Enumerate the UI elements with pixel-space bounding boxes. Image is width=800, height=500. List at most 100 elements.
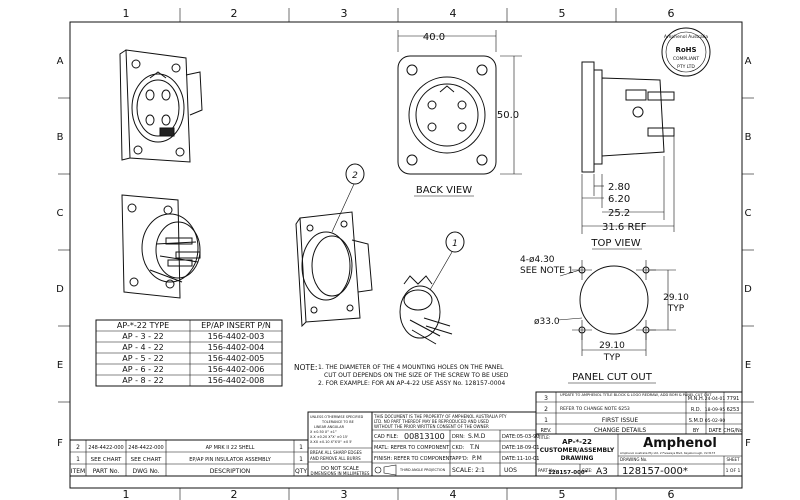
bom-header: PART No. <box>93 468 120 475</box>
size-label: SIZE: <box>582 468 592 473</box>
grid-col-6-bottom: 6 <box>668 488 675 500</box>
panel-hole-note: SEE NOTE 1 <box>520 266 574 276</box>
ckd-date: DATE:18-09-01 <box>502 445 539 451</box>
top-view-dim-2: 6.20 <box>608 194 630 205</box>
bom-header: QTY <box>295 468 307 475</box>
insert-table-cell: 156-4402-004 <box>208 343 265 352</box>
tolerance-line: DIMENSIONS IN MILLIMETRES <box>311 471 370 476</box>
insert-table-cell: 156-4402-005 <box>208 354 265 363</box>
tolerance-line: X ±0.50 X° ±1° <box>310 430 337 434</box>
drn-date: DATE:05-03-90 <box>502 434 539 440</box>
rev-cell: S.M.D <box>689 418 704 424</box>
grid-row-labels: A B C D E F A B C D E F <box>56 56 752 449</box>
grid-row-f-right: F <box>745 438 751 449</box>
panel-right-typ: TYP <box>667 304 685 314</box>
part-no-label: PART No: <box>538 468 556 473</box>
insert-table-cell: AP - 5 - 22 <box>122 354 164 363</box>
connector-iso-back <box>121 194 201 299</box>
drn-value: S.M.D <box>468 433 486 440</box>
panel-cutout-drawing <box>557 260 676 356</box>
insert-table-cell: AP - 8 - 22 <box>122 376 164 385</box>
tolerance-line: AND REMOVE ALL BURRS <box>310 456 361 461</box>
projection-label: THIRD ANGLE PROJECTION <box>399 468 446 472</box>
grid-col-3-bottom: 3 <box>341 488 348 500</box>
panel-right-dim: 29.10 <box>663 293 689 303</box>
title-label: TITLE: <box>537 435 550 440</box>
insert-table-cell: AP - 3 - 22 <box>122 332 164 341</box>
grid-row-d: D <box>56 284 64 295</box>
matl-value: MATL: REFER TO COMPONENT <box>374 445 450 451</box>
bom-cell: 1 <box>299 444 303 451</box>
insert-table: AP-*-22 TYPE EP/AP INSERT P/N AP - 3 - 2… <box>95 319 283 387</box>
insert-table-cell: AP - 4 - 22 <box>122 343 164 352</box>
drawing-no-label: DRAWING No. <box>620 457 647 462</box>
balloon-2: 2 <box>331 163 365 233</box>
bom-cell: 1 <box>299 456 303 463</box>
size-value: A3 <box>596 467 608 477</box>
drn-label: DRN: <box>452 434 465 440</box>
grid-row-a: A <box>57 56 64 67</box>
panel-diameter-dim: ø33.0 <box>534 317 560 327</box>
bom-cell: 2 <box>76 444 80 451</box>
notes-label: NOTE: <box>294 363 317 372</box>
bom-header: DESCRIPTION <box>210 468 251 475</box>
rohs-stamp-line-3: COMPLIANT <box>673 56 700 62</box>
rohs-compliant-stamp: Amphenol Australia RoHS COMPLIANT PTY LT… <box>661 27 711 77</box>
panel-hole-dim: 4-ø4.30 <box>520 255 555 265</box>
back-view-title: BACK VIEW <box>416 185 472 196</box>
finish-value: FINISH: REFER TO COMPONENT <box>374 456 453 462</box>
amphenol-logo: Amphenol <box>643 436 717 451</box>
tolerance-line: DO NOT SCALE <box>321 466 359 472</box>
rev-cell: 3 <box>544 395 548 402</box>
rev-cell: REFER TO CHANGE NOTE 6253 <box>560 406 630 412</box>
rev-cell: REV. <box>541 428 552 434</box>
grid-row-e-right: E <box>745 360 751 371</box>
grid-col-2-bottom: 2 <box>231 488 238 500</box>
notes: NOTE: 1. THE DIAMETER OF THE 4 MOUNTING … <box>294 363 509 387</box>
note-line: 1. THE DIAMETER OF THE 4 MOUNTING HOLES … <box>318 364 504 371</box>
top-view-dim-1: 2.80 <box>608 182 630 193</box>
rohs-stamp-line-4: PTY LTD <box>677 64 695 70</box>
insert-table-cell: 156-4402-008 <box>208 376 265 385</box>
grid-col-6: 6 <box>668 7 675 20</box>
drawing-title-2: CUSTOMER/ASSEMBLY <box>540 447 615 454</box>
revision-block: 3 UPDATE TO AMPHENOL TITLE BLOCK & LOGO … <box>535 391 743 435</box>
property-line: WITHOUT THE PRIOR WRITTEN CONSENT OF THE… <box>374 424 489 429</box>
top-view-title: TOP VIEW <box>590 238 640 249</box>
bom-cell: EP/AP PIN INSULATOR ASSEMBLY <box>189 457 272 463</box>
cad-file-value: 00813100 <box>404 432 445 441</box>
grid-column-labels: 1 2 3 4 5 6 1 2 3 4 5 6 <box>123 7 675 500</box>
rev-cell: CHG/No <box>723 428 743 434</box>
rev-cell: 2 <box>544 406 548 413</box>
grid-col-1-bottom: 1 <box>123 488 130 500</box>
bom-header: ITEM <box>71 468 85 475</box>
insert-table-cell: 156-4402-006 <box>208 365 265 374</box>
insert-table-header-pn: EP/AP INSERT P/N <box>201 321 271 330</box>
tolerance-line: TOLERANCE TO BE <box>321 420 354 424</box>
company-address: Amphenol Australia Pty Ltd, 2 Fiveways B… <box>620 451 715 455</box>
rev-cell: R.D. <box>691 407 702 413</box>
grid-row-d-right: D <box>744 284 752 295</box>
appd-date: DATE:11-10-01 <box>502 456 539 462</box>
balloon-1: 1 <box>429 231 465 291</box>
rev-cell: 24-04-01 <box>705 396 726 402</box>
connector-exploded <box>295 211 453 345</box>
sheet-label: SHEET <box>726 457 740 462</box>
bom-cell: AP MRK II 22 SHELL <box>206 445 255 451</box>
balloon-2-label: 2 <box>352 171 358 181</box>
rev-cell: UPDATE TO AMPHENOL TITLE BLOCK & LOGO RE… <box>560 393 712 397</box>
tolerance-line: BREAK ALL SHARP EDGES <box>310 450 362 455</box>
grid-col-3: 3 <box>341 7 348 20</box>
grid-row-c: C <box>57 208 64 219</box>
title-block: TITLE: AP-*-22 CUSTOMER/ASSEMBLY DRAWING… <box>535 433 743 477</box>
insert-table-cell: 156-4402-003 <box>208 332 265 341</box>
drawing-title-1: AP-*-22 <box>562 438 592 446</box>
bom-cell: SEE CHART <box>131 457 162 463</box>
balloon-1-label: 1 <box>452 239 458 249</box>
property-line: LTD. NO PART THEREOF MAY BE REPRODUCED A… <box>374 419 489 424</box>
drawing-title-3: DRAWING <box>561 455 594 462</box>
grid-col-4-bottom: 4 <box>450 488 457 500</box>
panel-cutout-title: PANEL CUT OUT <box>572 372 653 383</box>
insert-table-header-type: AP-*-22 TYPE <box>117 321 169 330</box>
